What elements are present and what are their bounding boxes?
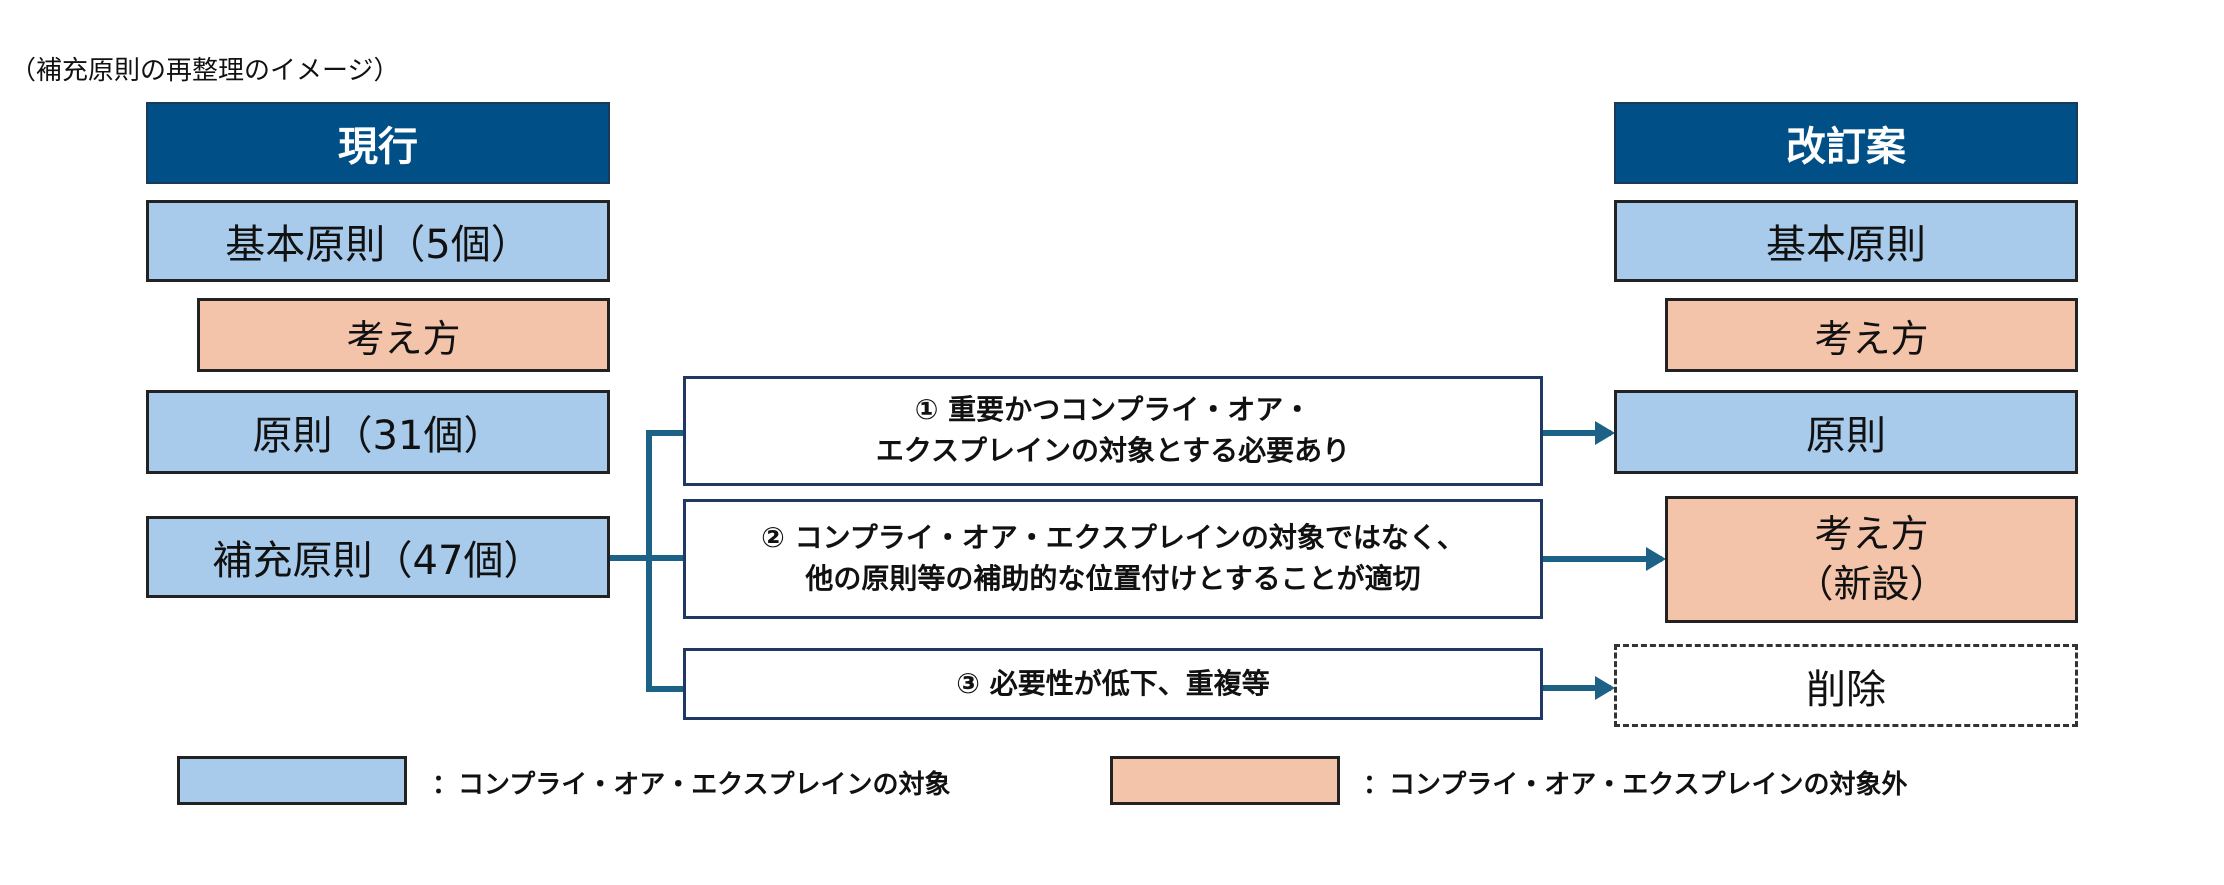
current-principles: 原則（31個）: [146, 390, 610, 474]
diagram-title: （補充原則の再整理のイメージ）: [10, 56, 400, 86]
current-approach: 考え方: [197, 298, 610, 372]
legend-label-in-scope: ：コンプライ・オア・エクスプレインの対象: [432, 770, 951, 800]
revised-principles: 原則: [1614, 390, 2078, 474]
connector-stem: [610, 555, 652, 561]
current-supplementary-principles: 補充原則（47個）: [146, 516, 610, 598]
legend-label-out-of-scope: ：コンプライ・オア・エクスプレインの対象外: [1363, 770, 1908, 800]
category-1-line1: ① 重要かつコンプライ・オア・: [914, 393, 1312, 427]
legend-swatch-out-of-scope: [1110, 756, 1340, 805]
category-box-2: ② コンプライ・オア・エクスプレインの対象ではなく、 他の原則等の補助的な位置付…: [683, 499, 1543, 619]
connector-branch-3: [646, 686, 684, 692]
new-approach-line2: （新設）: [1795, 561, 1948, 606]
arrow-right-icon: [1543, 421, 1615, 445]
category-box-1: ① 重要かつコンプライ・オア・ エクスプレインの対象とする必要あり: [683, 376, 1543, 486]
revised-header: 改訂案: [1614, 102, 2078, 184]
legend-swatch-in-scope: [177, 756, 407, 805]
category-1-line2: エクスプレインの対象とする必要あり: [875, 434, 1351, 467]
connector-branch-1: [646, 430, 684, 436]
current-header: 現行: [146, 102, 610, 184]
new-approach-line1: 考え方: [1814, 512, 1929, 557]
category-3-line1: ③ 必要性が低下、重複等: [956, 666, 1270, 700]
arrow-right-icon: [1543, 547, 1666, 571]
revised-new-approach: 考え方 （新設）: [1665, 496, 2078, 623]
revised-approach: 考え方: [1665, 298, 2078, 372]
current-basic-principles: 基本原則（5個）: [146, 200, 610, 282]
revised-deleted: 削除: [1614, 644, 2078, 727]
revised-basic-principles: 基本原則: [1614, 200, 2078, 282]
category-2-line1: ② コンプライ・オア・エクスプレインの対象ではなく、: [761, 521, 1465, 555]
connector-branch-2: [646, 555, 684, 561]
connector-trunk: [646, 430, 652, 692]
arrow-right-icon: [1543, 676, 1615, 700]
category-box-3: ③ 必要性が低下、重複等: [683, 648, 1543, 720]
category-2-line2: 他の原則等の補助的な位置付けとすることが適切: [805, 562, 1421, 595]
